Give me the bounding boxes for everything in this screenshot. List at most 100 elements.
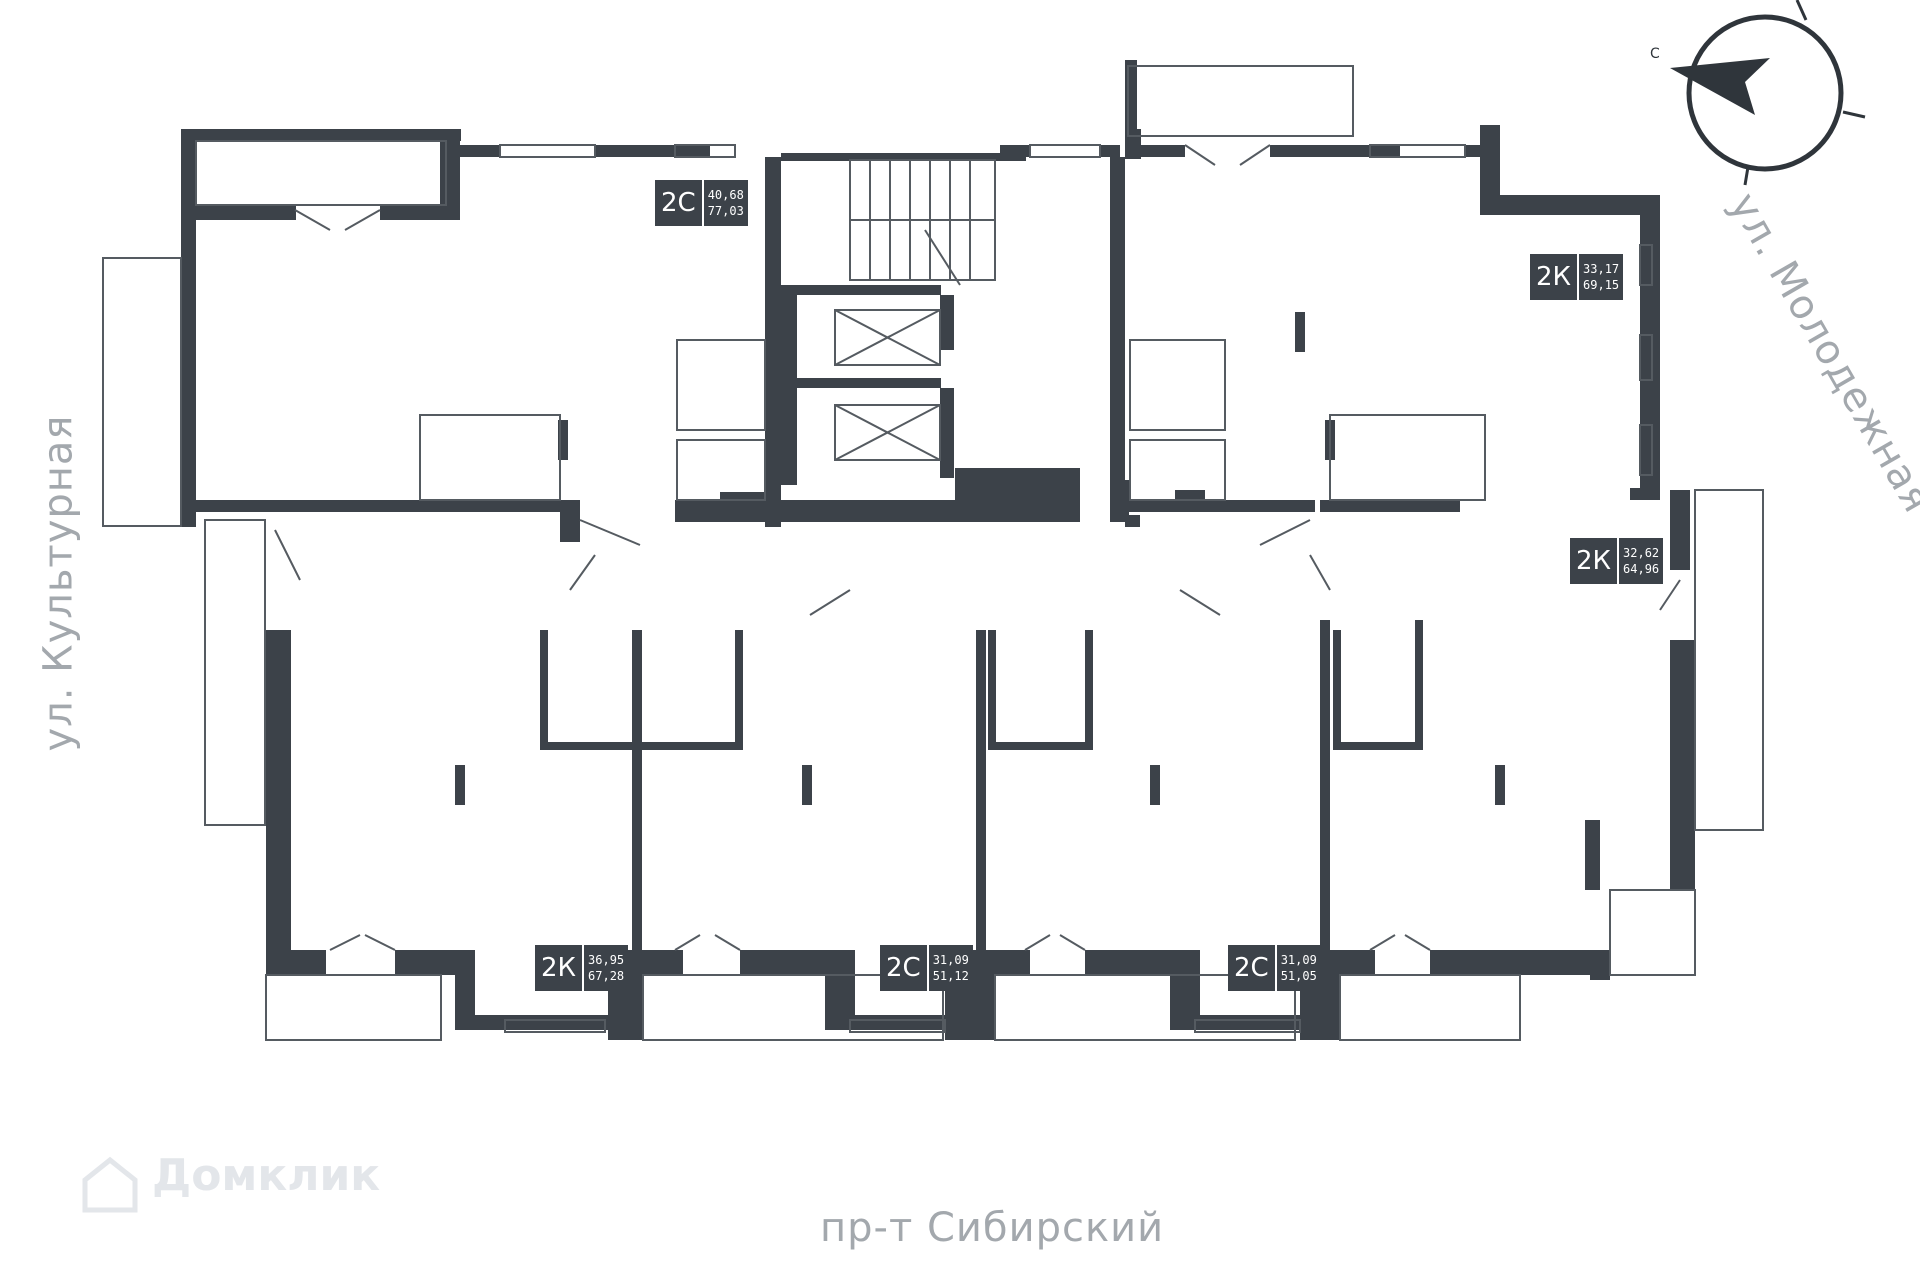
wall — [1125, 145, 1185, 157]
room — [676, 439, 766, 501]
wall — [1670, 490, 1690, 570]
column — [1295, 312, 1305, 352]
balcony — [994, 974, 1296, 1041]
wall — [395, 950, 475, 975]
wall — [196, 205, 296, 220]
living-area: 32,62 — [1623, 546, 1660, 560]
wall — [1320, 500, 1460, 512]
wall — [1085, 950, 1175, 975]
compass-ring — [1686, 14, 1844, 172]
wall — [1585, 820, 1600, 890]
apartment-code: 2С — [655, 180, 704, 226]
total-area: 69,15 — [1583, 278, 1620, 292]
wall — [781, 378, 941, 388]
wall — [540, 630, 548, 750]
balcony — [642, 974, 944, 1041]
wall — [1630, 488, 1660, 500]
wall — [1335, 950, 1375, 975]
balcony — [1609, 889, 1696, 976]
wall — [1085, 630, 1093, 750]
balcony — [204, 519, 266, 826]
wall — [1110, 157, 1125, 522]
room — [195, 140, 447, 206]
wall — [740, 950, 830, 975]
wall — [475, 1015, 610, 1030]
total-area: 51,05 — [1280, 969, 1317, 983]
wall — [1125, 60, 1137, 140]
apartment-code: 2К — [1530, 254, 1580, 300]
logo-house-icon — [82, 1156, 138, 1213]
wall — [632, 630, 642, 960]
wall — [720, 492, 780, 502]
room — [419, 414, 561, 501]
balcony — [102, 257, 182, 527]
wall — [181, 129, 196, 527]
wall — [781, 285, 941, 295]
apartment-label: 2С 31,09 51,05 — [1228, 945, 1321, 991]
column — [802, 765, 812, 805]
living-area: 31,09 — [932, 953, 969, 967]
wall — [765, 157, 781, 527]
wall — [940, 388, 954, 478]
apartment-code: 2С — [1228, 945, 1277, 991]
wall — [266, 950, 326, 975]
watermark-text: Домклик — [152, 1150, 381, 1201]
wall — [1480, 195, 1660, 215]
room — [1329, 414, 1486, 501]
wall — [1185, 1015, 1300, 1030]
apartment-code: 2С — [880, 945, 929, 991]
living-area: 40,68 — [707, 188, 744, 202]
wall — [1270, 145, 1370, 157]
balcony — [1694, 489, 1764, 831]
wall — [1590, 950, 1610, 980]
total-area: 51,12 — [932, 969, 969, 983]
wall — [1640, 195, 1660, 495]
wall — [988, 742, 1088, 750]
column — [1150, 765, 1160, 805]
street-left: ул. Культурная — [35, 414, 82, 752]
wall — [940, 295, 954, 350]
wall — [988, 630, 996, 750]
wall — [595, 145, 710, 157]
balcony — [1339, 974, 1521, 1041]
wall — [675, 500, 1080, 522]
wall — [976, 630, 986, 960]
wall — [1415, 620, 1423, 750]
wall — [1333, 630, 1341, 750]
wall — [1125, 500, 1315, 512]
balcony — [1127, 65, 1354, 137]
wall — [995, 950, 1030, 975]
wall — [1670, 640, 1695, 890]
wall — [1100, 145, 1120, 157]
column — [558, 420, 568, 460]
wall — [181, 129, 461, 141]
wall — [1125, 515, 1140, 527]
street-bottom: пр-т Сибирский — [820, 1205, 1165, 1251]
room — [676, 339, 766, 431]
wall — [540, 742, 740, 750]
wall — [781, 153, 1026, 161]
apartment-label: 2С 31,09 51,12 — [880, 945, 973, 991]
living-area: 31,09 — [1280, 953, 1317, 967]
wall — [735, 630, 743, 750]
wall — [1320, 620, 1330, 960]
elevator — [834, 404, 941, 461]
room — [1129, 339, 1226, 431]
wall — [1370, 145, 1400, 157]
wall — [196, 500, 568, 512]
wall — [1480, 125, 1500, 215]
wall — [380, 205, 460, 220]
watermark: Домклик — [80, 1150, 380, 1201]
compass-arrow — [1670, 58, 1770, 115]
wall — [266, 630, 291, 960]
wall — [955, 468, 1080, 503]
wall — [643, 950, 683, 975]
apartment-code: 2К — [535, 945, 585, 991]
total-area: 64,96 — [1623, 562, 1660, 576]
column — [455, 765, 465, 805]
wall — [560, 522, 580, 542]
wall — [1430, 950, 1610, 975]
